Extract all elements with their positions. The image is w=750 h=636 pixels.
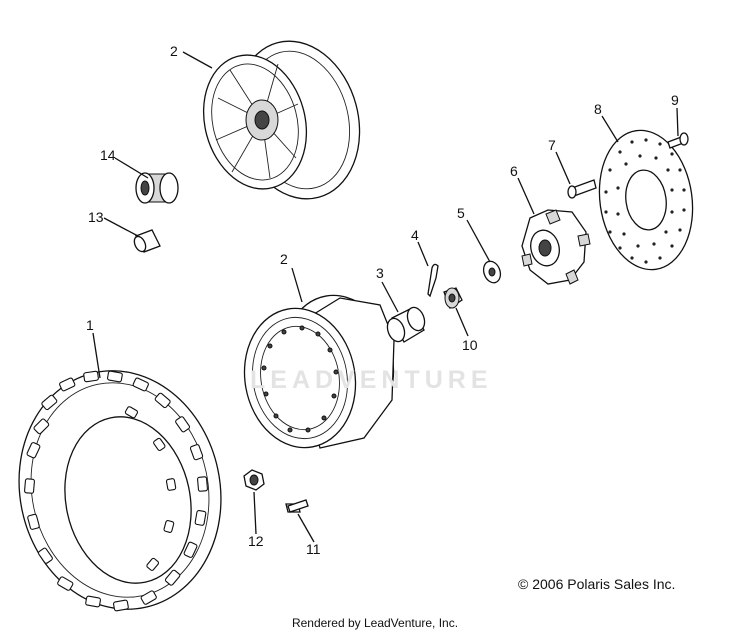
bearing-part[interactable] [135,172,179,204]
lug-nut-part[interactable] [243,469,265,491]
hub-part[interactable] [521,209,591,285]
callout-castle-nut[interactable]: 10 [462,337,478,353]
disc-bolt-part[interactable] [667,132,689,149]
castle-nut-part[interactable] [443,287,463,309]
callout-hub-bolt[interactable]: 7 [548,137,556,153]
rim-top[interactable] [189,27,377,213]
callout-numbers: 1 2 2 3 4 5 6 7 8 9 10 11 12 13 14 [86,43,679,557]
callout-washer[interactable]: 5 [457,205,465,221]
callout-hub[interactable]: 6 [510,163,518,179]
callout-disc-bolt[interactable]: 9 [671,92,679,108]
hub-bolt-part[interactable] [567,179,597,199]
wheel-bolt-part[interactable] [285,499,309,513]
callout-cotter-pin[interactable]: 4 [411,227,419,243]
watermark: LEADVENTURE [250,366,493,394]
valve-stem-part[interactable] [132,229,161,253]
rendered-by-text: Rendered by LeadVenture, Inc. [291,616,459,630]
callout-rim-lower[interactable]: 2 [280,251,288,267]
callout-tire[interactable]: 1 [86,317,94,333]
washer-part[interactable] [481,259,504,285]
callout-cap[interactable]: 3 [376,265,384,281]
callout-lug-nut[interactable]: 12 [248,533,264,549]
cap-part[interactable] [384,305,427,344]
rim-lower[interactable] [234,287,405,457]
callout-wheel-bolt[interactable]: 11 [306,541,321,557]
tire-part[interactable] [0,352,243,628]
callout-rim-top[interactable]: 2 [170,43,178,59]
callout-brake-disc[interactable]: 8 [594,101,602,117]
brake-disc-part[interactable] [591,124,702,275]
callout-bearing[interactable]: 14 [100,147,116,163]
copyright-text: © 2006 Polaris Sales Inc. [518,576,676,592]
callout-valve-stem[interactable]: 13 [88,209,104,225]
cotter-pin-part[interactable] [427,263,439,298]
leader-lines [92,51,679,543]
